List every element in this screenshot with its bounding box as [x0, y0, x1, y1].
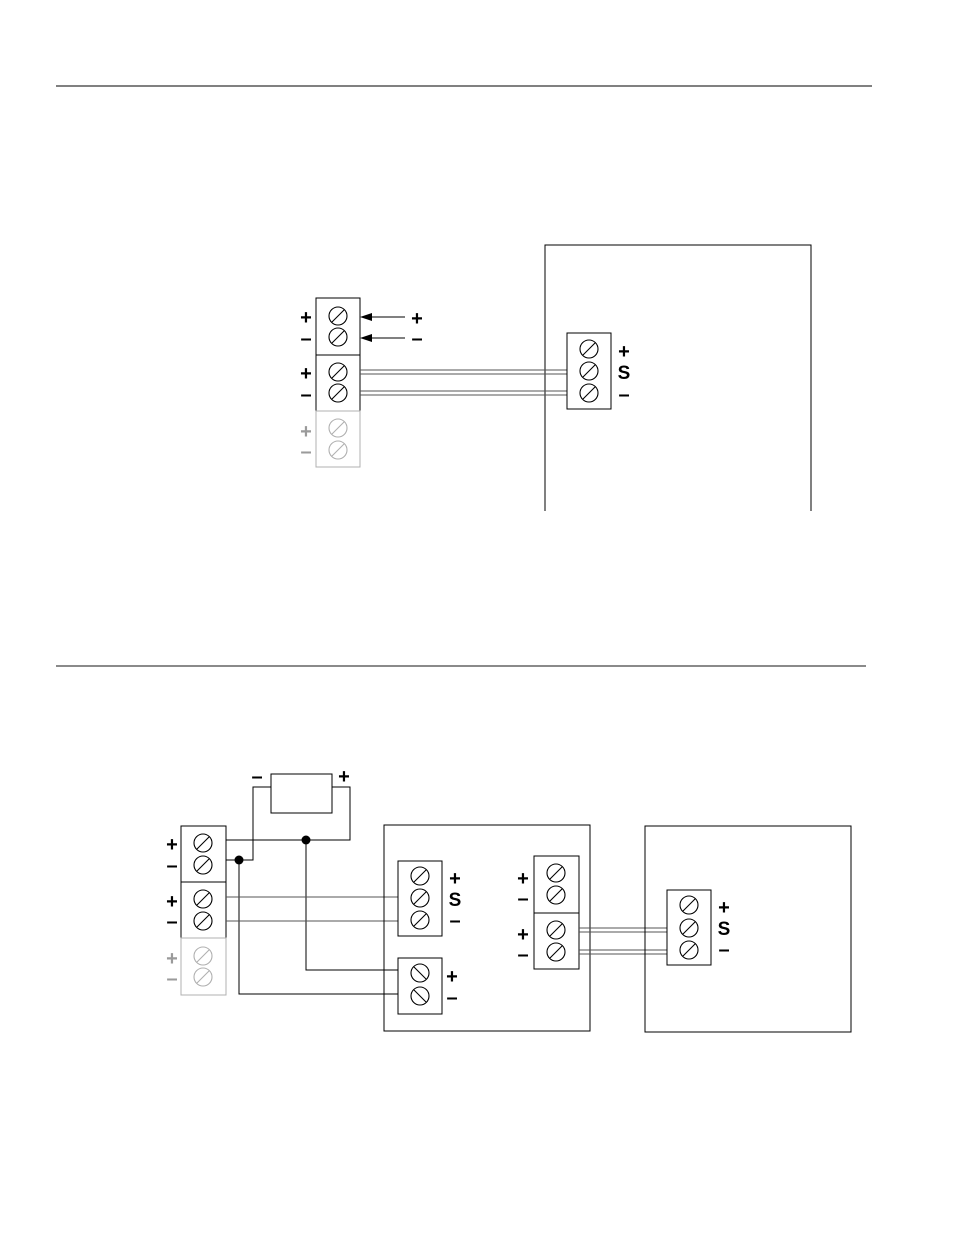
terminal-plus-label: + — [446, 966, 458, 988]
polarity-plus: + — [300, 363, 312, 385]
screw-terminal-icon — [411, 964, 429, 982]
screw-terminal-icon — [329, 384, 347, 402]
polarity-minus: – — [300, 384, 311, 406]
screw-terminal-icon — [329, 441, 347, 459]
screw-terminal-icon — [547, 921, 565, 939]
terminal-minus-label: – — [718, 939, 729, 961]
polarity-minus: – — [517, 944, 528, 966]
supply-minus-label: – — [251, 766, 262, 788]
wire — [226, 787, 271, 860]
terminal-plus-label: + — [618, 341, 630, 363]
screw-terminal-icon — [194, 856, 212, 874]
arrow-head-icon — [360, 334, 372, 342]
screw-terminal-icon — [547, 943, 565, 961]
input-minus-label: – — [411, 328, 422, 350]
field-device — [645, 826, 851, 1032]
screw-terminal-icon — [194, 968, 212, 986]
screw-terminal-icon — [411, 889, 429, 907]
bottom-diagram: – + + – + – + – + S — [166, 766, 851, 1032]
polarity-plus: + — [517, 924, 529, 946]
polarity-plus: + — [166, 891, 178, 913]
screw-terminal-icon — [411, 911, 429, 929]
terminal-minus-label: – — [449, 910, 460, 932]
screw-terminal-icon — [580, 362, 598, 380]
polarity-minus: – — [300, 441, 311, 463]
top-diagram: + – + – + – + – + S – — [300, 245, 811, 511]
screw-terminal-icon — [580, 340, 598, 358]
screw-terminal-icon — [329, 419, 347, 437]
screw-terminal-icon — [194, 890, 212, 908]
screw-terminal-icon — [680, 941, 698, 959]
polarity-minus: – — [517, 888, 528, 910]
screw-terminal-icon — [547, 886, 565, 904]
terminal-minus-label: – — [446, 987, 457, 1009]
screw-terminal-icon — [680, 896, 698, 914]
screw-terminal-icon — [194, 912, 212, 930]
polarity-plus: + — [300, 421, 312, 443]
supply-plus-label: + — [338, 766, 350, 788]
screw-terminal-icon — [547, 864, 565, 882]
screw-terminal-icon — [194, 834, 212, 852]
terminal-plus-label: + — [718, 897, 730, 919]
wire — [239, 860, 398, 994]
screw-terminal-icon — [329, 307, 347, 325]
terminal-plus-label: + — [449, 868, 461, 890]
polarity-plus: + — [166, 834, 178, 856]
arrow-head-icon — [360, 313, 372, 321]
screw-terminal-icon — [329, 363, 347, 381]
terminal-signal-label: S — [618, 363, 631, 384]
screw-terminal-icon — [411, 867, 429, 885]
polarity-minus: – — [166, 855, 177, 877]
screw-terminal-icon — [329, 328, 347, 346]
polarity-minus: – — [166, 968, 177, 990]
polarity-minus: – — [300, 328, 311, 350]
terminal-signal-label: S — [449, 890, 462, 911]
screw-terminal-icon — [580, 384, 598, 402]
terminal-minus-label: – — [618, 384, 629, 406]
screw-terminal-icon — [194, 947, 212, 965]
terminal-signal-label: S — [718, 919, 731, 940]
power-supply — [271, 774, 332, 813]
screw-terminal-icon — [411, 987, 429, 1005]
screw-terminal-icon — [680, 919, 698, 937]
polarity-plus: + — [300, 307, 312, 329]
input-plus-label: + — [411, 308, 423, 330]
polarity-plus: + — [166, 948, 178, 970]
polarity-plus: + — [517, 868, 529, 890]
polarity-minus: – — [166, 911, 177, 933]
